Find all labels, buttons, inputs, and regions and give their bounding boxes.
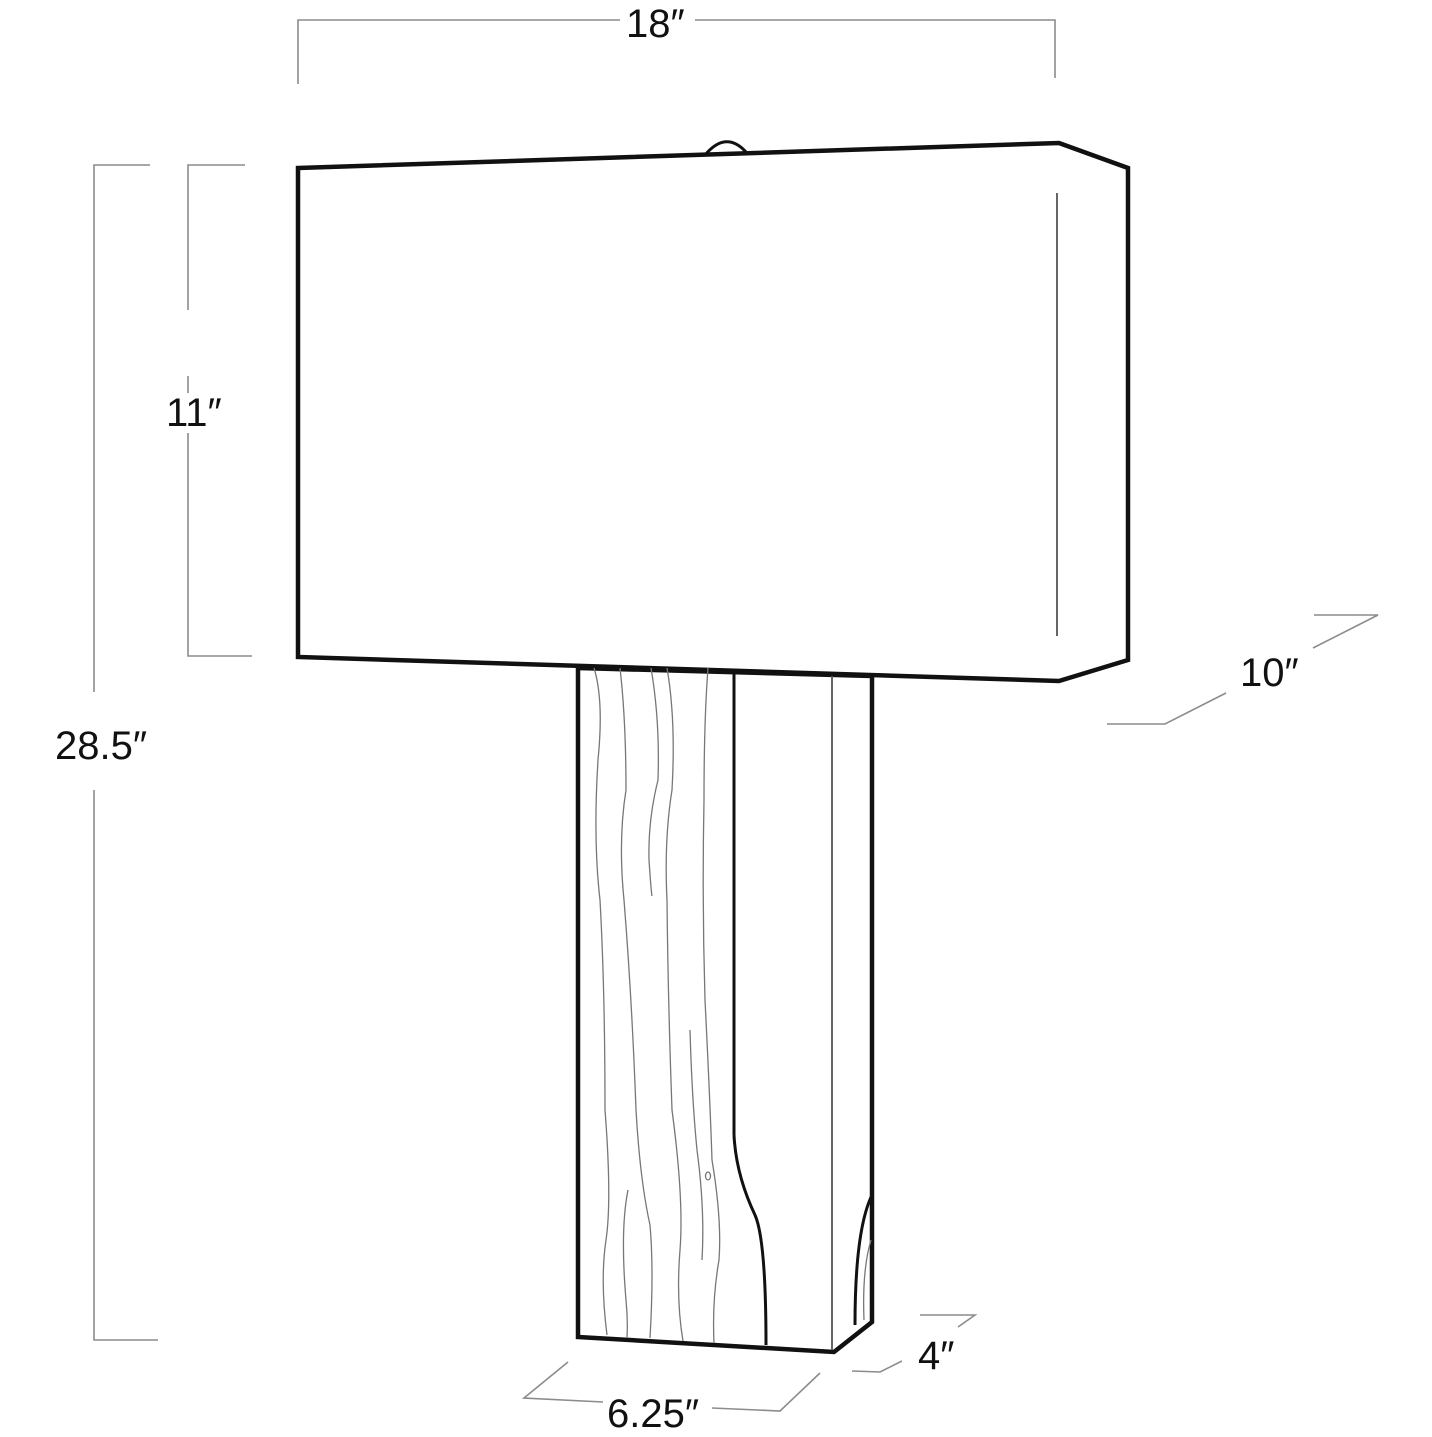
- shade-depth-label: 10″: [1240, 651, 1299, 695]
- shade-height-label: 11″: [166, 391, 222, 435]
- base-width-label: 6.25″: [607, 1392, 700, 1436]
- shade-width-dimension-line: [297, 19, 1056, 84]
- base-width-dimension-line: [521, 1361, 821, 1412]
- base-depth-label: 4″: [918, 1334, 955, 1378]
- finial-icon: [703, 140, 748, 156]
- base-depth-dimension-line: [851, 1314, 978, 1373]
- shade-depth-dimension-line: [1107, 614, 1379, 725]
- overall-height-label: 28.5″: [55, 724, 148, 768]
- overall-height-dimension-line: [93, 164, 158, 1341]
- shade-height-dimension-line: [187, 164, 252, 657]
- shade-width-label: 18″: [626, 2, 685, 46]
- lamp-base: [575, 665, 875, 1355]
- lamp-shade: [295, 140, 1131, 684]
